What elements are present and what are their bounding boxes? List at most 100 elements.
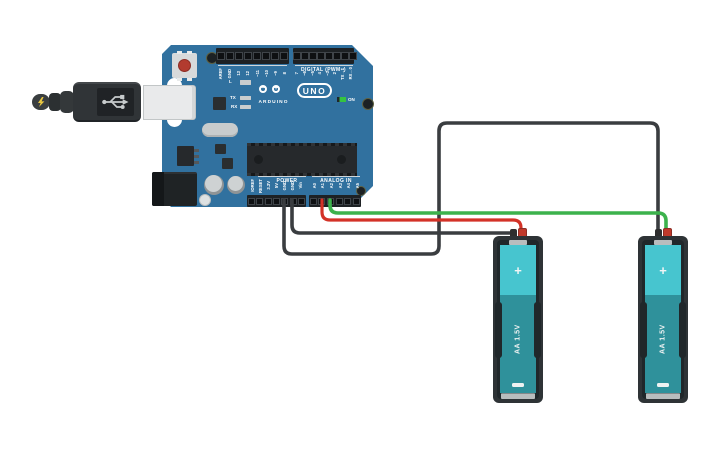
- pin-label: A2: [329, 182, 335, 189]
- pin[interactable]: [271, 52, 280, 60]
- pin[interactable]: [317, 52, 325, 60]
- pin[interactable]: [243, 52, 252, 60]
- usb-power-connector[interactable]: [32, 94, 50, 110]
- pin[interactable]: [272, 197, 280, 205]
- holder-rail: [495, 302, 502, 358]
- usb-trident-icon: [101, 94, 128, 109]
- analog-header[interactable]: [309, 195, 361, 207]
- crystal-oscillator: [202, 123, 238, 137]
- pin[interactable]: [318, 197, 326, 205]
- arduino-logo-plus: +: [272, 85, 280, 93]
- chip-dot: [254, 155, 263, 164]
- pin[interactable]: [247, 197, 255, 205]
- uno-model-badge: UNO: [297, 83, 332, 98]
- pin[interactable]: [293, 52, 301, 60]
- usb-cable-ring: [60, 91, 74, 113]
- pin[interactable]: [264, 197, 272, 205]
- silkscreen-line: [295, 64, 353, 66]
- pin[interactable]: [301, 52, 309, 60]
- regulator-leg: [194, 161, 199, 164]
- digital-header-right[interactable]: [293, 48, 357, 64]
- pin[interactable]: [353, 197, 361, 205]
- pin[interactable]: [344, 197, 352, 205]
- pin-label: GND: [289, 180, 295, 191]
- pin-label: 5V: [273, 182, 279, 189]
- led-on: [337, 97, 346, 102]
- battery-positive-end: +: [500, 245, 536, 295]
- voltage-regulator: [177, 146, 194, 166]
- pin-label: 13: [236, 71, 242, 76]
- pin-label: ~10: [263, 69, 269, 78]
- pin[interactable]: [309, 52, 317, 60]
- reset-contact: [187, 77, 192, 81]
- pin-label: 3.3V: [265, 181, 271, 190]
- pin[interactable]: [309, 197, 317, 205]
- pin[interactable]: [225, 52, 234, 60]
- led-l: [240, 80, 251, 85]
- pin[interactable]: [335, 197, 343, 205]
- battery-2[interactable]: + AA 1.5V: [638, 228, 688, 404]
- pin[interactable]: [298, 197, 306, 205]
- pin[interactable]: [234, 52, 243, 60]
- pin[interactable]: [216, 52, 225, 60]
- pin[interactable]: [289, 197, 297, 205]
- battery-label: AA 1.5V: [514, 324, 522, 354]
- arduino-brand-text: ARDUINO: [258, 99, 289, 105]
- usb-port[interactable]: [143, 85, 196, 120]
- battery-button-top: [654, 240, 672, 245]
- uno-text: UNO: [302, 85, 327, 96]
- pin-label: RESET: [257, 178, 263, 193]
- pin-label: 8: [281, 72, 287, 75]
- pin-label: A0: [311, 182, 317, 189]
- pin[interactable]: [262, 52, 271, 60]
- led-rx-label: RX: [231, 103, 238, 109]
- reset-button[interactable]: [172, 50, 197, 81]
- capacitor-top: [205, 175, 222, 192]
- pin[interactable]: [253, 52, 262, 60]
- pin[interactable]: [341, 52, 349, 60]
- pin-label: A4: [346, 182, 352, 189]
- pin[interactable]: [280, 52, 289, 60]
- digital-caption: DIGITAL (PWM~): [301, 67, 346, 73]
- battery-1[interactable]: + AA 1.5V: [493, 228, 543, 404]
- pin[interactable]: [281, 197, 289, 205]
- digital-header-left[interactable]: [216, 48, 289, 64]
- led-on-label: ON: [348, 96, 355, 102]
- battery-negative-terminal[interactable]: [510, 229, 517, 238]
- silkscreen-line: [218, 64, 287, 66]
- holder-rail: [640, 302, 647, 358]
- led-tx-label: TX: [230, 94, 236, 100]
- pin[interactable]: [333, 52, 341, 60]
- usb-plug[interactable]: [73, 82, 141, 122]
- battery-negative-plate: [501, 393, 535, 399]
- usb-plug-panel: [97, 88, 134, 116]
- power-header[interactable]: [247, 195, 306, 207]
- plus-sign: +: [514, 262, 522, 278]
- reset-button-cap[interactable]: [178, 59, 191, 72]
- pin-label: A5: [355, 182, 361, 189]
- electrolytic-capacitor: [204, 175, 224, 195]
- pin[interactable]: [327, 197, 335, 205]
- pin[interactable]: [256, 197, 264, 205]
- battery-button-top: [509, 240, 527, 245]
- reset-contact: [177, 50, 182, 54]
- regulator-leg: [194, 155, 199, 158]
- minus-sign: [512, 383, 524, 387]
- battery-negative-terminal[interactable]: [655, 229, 662, 238]
- pin-label: GND: [227, 68, 233, 79]
- pin-label: A3: [337, 182, 343, 189]
- pin[interactable]: [325, 52, 333, 60]
- battery-body: [500, 295, 536, 393]
- ic-component: [213, 97, 226, 110]
- reset-contact: [177, 77, 182, 81]
- pin-label: 12: [245, 71, 251, 76]
- pin[interactable]: [349, 52, 357, 60]
- regulator-leg: [194, 149, 199, 152]
- pin-label: GND: [281, 180, 287, 191]
- pin-label: ~9: [272, 71, 278, 76]
- pin-label: A1: [320, 182, 326, 189]
